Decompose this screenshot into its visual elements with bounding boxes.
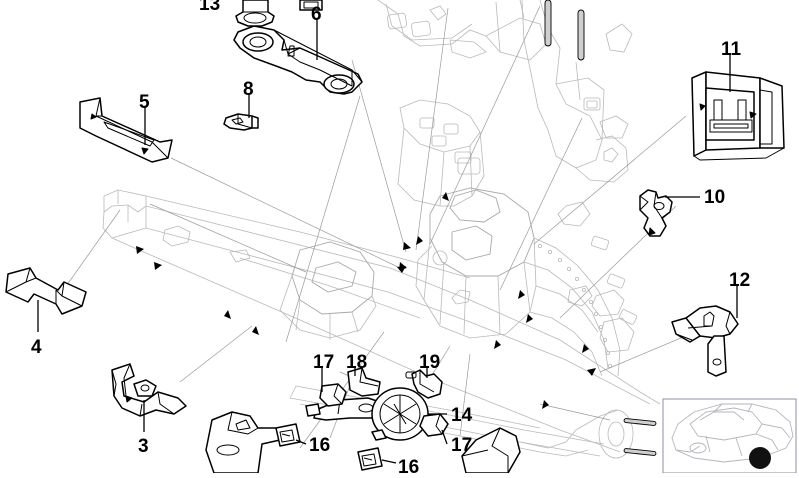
part-11-drawing: [691, 71, 785, 161]
unnumbered-wedge-bottom-right: [461, 427, 521, 473]
callout-17-upper: 17: [313, 352, 335, 373]
part-13-drawing: [235, 0, 323, 27]
callout-leader-lines: [37, 18, 738, 464]
callout-12: 12: [729, 270, 751, 291]
callout-10: 10: [704, 187, 726, 208]
callout-13: 13: [199, 0, 221, 15]
part-4-drawing: [5, 267, 87, 315]
part-6-drawing: [233, 25, 363, 95]
car-silhouette: [671, 403, 794, 463]
callout-16-b: 16: [398, 457, 420, 478]
callout-8: 8: [243, 79, 254, 100]
part-10-drawing: [639, 189, 673, 237]
part-14-group-drawing: [305, 367, 449, 441]
vehicle-body-structure: [61, 0, 701, 459]
vehicle-location-inset: [662, 398, 797, 473]
part-12-drawing: [671, 305, 739, 377]
location-marker-dot: [749, 447, 771, 469]
part-8-drawing: [223, 113, 259, 131]
callout-11: 11: [721, 39, 742, 60]
part-16-drawing-a: [275, 423, 301, 447]
part-3-drawing: [111, 363, 187, 417]
callout-14: 14: [451, 405, 473, 426]
attachment-arrowheads: [136, 192, 700, 431]
callout-4: 4: [31, 337, 42, 358]
unnumbered-plate-bottom: [205, 411, 281, 473]
callout-16-a: 16: [309, 435, 331, 456]
callout-18: 18: [346, 352, 368, 373]
callout-3: 3: [138, 436, 149, 457]
part-5-drawing: [79, 97, 173, 163]
callout-6: 6: [311, 4, 322, 25]
callout-5: 5: [139, 92, 150, 113]
callout-19: 19: [419, 352, 441, 373]
part-16-drawing-b: [357, 447, 383, 471]
callout-17-lower: 17: [451, 435, 473, 456]
